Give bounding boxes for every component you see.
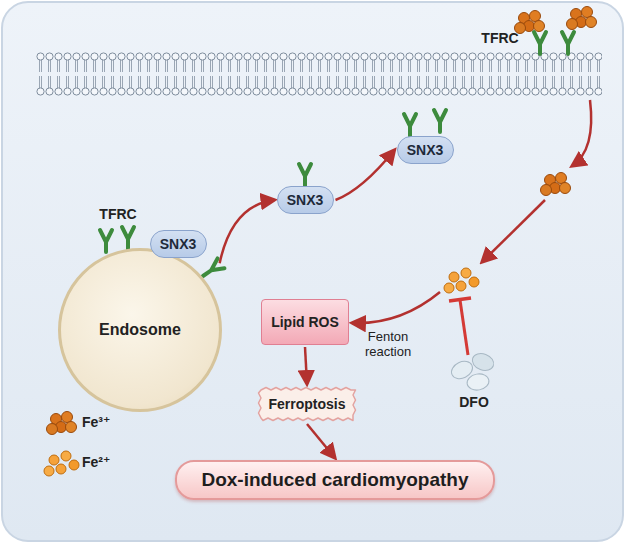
reaction-label: Fenton reaction: [356, 330, 420, 360]
node-text: SNX3: [287, 192, 324, 208]
snx3-pill: SNX3: [397, 136, 454, 164]
fe2-cluster: [444, 268, 479, 293]
fe3-cluster: [541, 173, 571, 196]
tfrc-label: TFRC: [470, 30, 530, 46]
node-text: Dox-induced cardiomyopathy: [201, 469, 468, 491]
outcome-box: Dox-induced cardiomyopathy: [175, 460, 495, 500]
dfo-inhibitor: [449, 298, 471, 355]
flow-arrow: [336, 150, 395, 200]
snx3-pill: SNX3: [150, 230, 207, 258]
snx3-pill: SNX3: [277, 186, 334, 214]
endosome-circle: Endosome: [58, 248, 222, 412]
drug-label: DFO: [452, 394, 496, 410]
node-text: Ferroptosis: [268, 396, 345, 412]
legend-text: Fe³⁺: [82, 414, 110, 430]
legend-fe2-sample: [44, 451, 79, 476]
flow-arrow: [305, 347, 307, 384]
flow-arrow: [307, 424, 335, 458]
fenton-arrow: [352, 292, 440, 323]
lipid-bilayer: [36, 52, 602, 96]
legend-fe3-sample: [47, 412, 77, 435]
node-text: Endosome: [99, 321, 181, 339]
tfrc-label: TFRC: [88, 206, 148, 222]
membrane-receptors: [515, 7, 597, 55]
flow-arrow: [220, 200, 275, 263]
lipid-ros-box: Lipid ROS: [261, 299, 349, 345]
legend-text: Fe²⁺: [82, 454, 110, 470]
node-text: SNX3: [407, 142, 444, 158]
dfo-pills: [449, 351, 496, 392]
node-text: Lipid ROS: [271, 314, 339, 331]
reduction-arrow: [482, 200, 545, 262]
internalization-arrow: [572, 100, 591, 166]
node-text: SNX3: [160, 236, 197, 252]
ferroptosis-box: Ferroptosis: [257, 386, 357, 422]
